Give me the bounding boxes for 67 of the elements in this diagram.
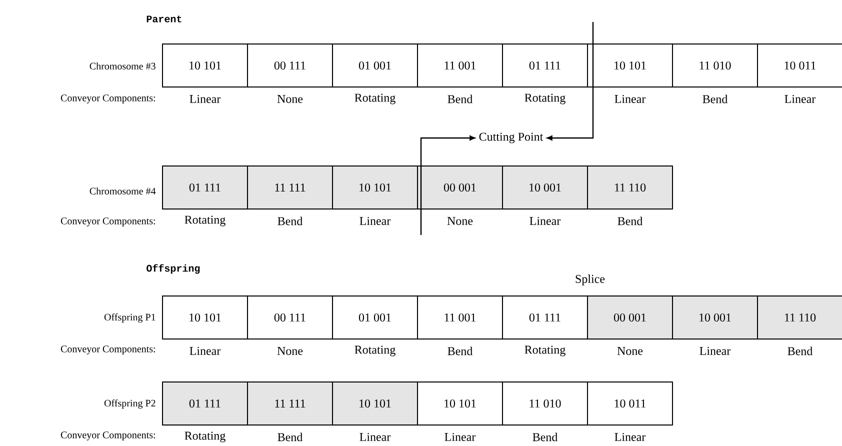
gene-cell: 11 010 <box>502 382 588 426</box>
component-label: Bend <box>448 346 473 356</box>
component-label: Linear <box>360 216 391 226</box>
section-heading: Parent <box>146 16 182 22</box>
gene-cell: 10 011 <box>757 44 842 88</box>
gene-cell: 10 101 <box>162 44 248 88</box>
gene-cell: 10 011 <box>587 382 673 426</box>
component-label: Linear <box>614 94 646 104</box>
component-label: Bend <box>448 94 473 104</box>
component-label: None <box>447 217 473 225</box>
gene-cell: 10 101 <box>332 382 418 426</box>
component-label: Bend <box>702 94 728 104</box>
gene-cell: 11 111 <box>247 382 333 426</box>
splice-label: Splice <box>576 274 605 286</box>
component-label: Linear <box>700 346 731 356</box>
component-label: Bend <box>618 216 643 226</box>
row-label: Conveyor Components: <box>60 432 155 440</box>
gene-cell: 11 110 <box>757 296 842 340</box>
component-label: Linear <box>444 432 476 442</box>
gene-cell: 10 101 <box>587 44 673 88</box>
component-label: Rotating <box>184 216 226 226</box>
component-label: Rotating <box>524 346 566 356</box>
gene-cell: 10 101 <box>417 382 503 426</box>
component-label: Rotating <box>354 94 396 104</box>
component-label: Linear <box>614 432 646 442</box>
node-label: 11 110 <box>785 313 816 322</box>
component-label: Linear <box>360 432 391 442</box>
row-label: Conveyor Components: <box>60 94 155 104</box>
component-label: Bend <box>788 346 813 356</box>
gene-cell: 11 111 <box>247 166 333 210</box>
gene-cell: 01 111 <box>162 382 248 426</box>
gene-cell: 00 111 <box>247 44 333 88</box>
gene-cell: 10 101 <box>162 296 248 340</box>
gene-cell: 01 111 <box>502 296 588 340</box>
component-label: Bend <box>278 216 303 226</box>
gene-cell: 01 001 <box>332 44 418 88</box>
gene-cell: 11 001 <box>417 296 503 340</box>
component-label: Rotating <box>524 94 566 104</box>
gene-cell: 01 001 <box>332 296 418 340</box>
gene-cell: 10 001 <box>672 296 758 340</box>
gene-cell: 10 101 <box>332 166 418 210</box>
section-heading: Offspring <box>146 264 200 274</box>
cutting-point-label: Cutting Point <box>479 132 544 144</box>
gene-cell: 11 110 <box>587 166 673 210</box>
component-label: Linear <box>530 216 561 226</box>
component-label: None <box>617 347 643 355</box>
component-label: Bend <box>532 432 558 442</box>
cut-arrow <box>546 22 594 140</box>
gene-cell: 00 001 <box>587 296 673 340</box>
component-label: Rotating <box>184 432 226 442</box>
component-label: Linear <box>190 346 221 356</box>
gene-cell: 01 111 <box>502 44 588 88</box>
component-label: Linear <box>190 94 221 104</box>
gene-cell: 10 001 <box>502 166 588 210</box>
cut-arrow <box>420 136 476 235</box>
gene-cell: 11 001 <box>417 44 503 88</box>
component-label: None <box>277 347 303 355</box>
gene-cell: 00 001 <box>417 166 503 210</box>
component-label: Rotating <box>354 346 396 356</box>
component-label: None <box>277 95 303 103</box>
gene-cell: 11 010 <box>672 44 758 88</box>
component-label: Linear <box>784 94 816 104</box>
gene-cell: 01 111 <box>162 166 248 210</box>
gene-cell: 00 111 <box>247 296 333 340</box>
component-label: Bend <box>278 432 303 442</box>
row-label: Conveyor Components: <box>60 346 155 354</box>
row-label: Conveyor Components: <box>60 218 155 226</box>
